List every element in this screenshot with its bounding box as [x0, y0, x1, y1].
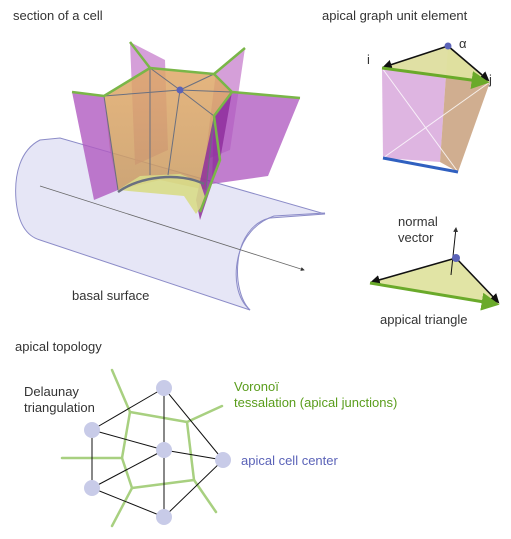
apical-center-dot	[176, 86, 184, 94]
apical-graph-unit-element	[381, 42, 491, 174]
cell-center-node	[84, 422, 100, 438]
apical-face	[118, 174, 206, 214]
apical-triangle-figure	[369, 227, 500, 311]
basal-surface-front-edge	[235, 212, 326, 311]
cell-center-node	[215, 452, 231, 468]
basal-surface-label: basal surface	[72, 288, 150, 303]
apical-graph-title: apical graph unit element	[322, 8, 468, 23]
unit-inner-edges	[381, 67, 491, 173]
membrane-front-left	[72, 92, 118, 200]
edge-i-j	[381, 66, 490, 89]
cell-section-illustration	[15, 41, 326, 311]
membrane-front-right	[212, 92, 300, 184]
cell-centers	[84, 380, 231, 525]
apical-triangle	[370, 258, 500, 304]
cell-center-node	[156, 380, 172, 396]
cell-center-node	[156, 442, 172, 458]
normal-vector-label: normal vector	[398, 214, 438, 245]
delaunay-label: Delaunay triangulation	[24, 384, 95, 415]
unit-apical-face	[382, 46, 490, 82]
unit-basal-edge	[382, 156, 459, 174]
basal-axis-arrow	[39, 185, 305, 271]
apical-triangle-label: appical triangle	[380, 312, 468, 327]
alpha-vertex	[444, 42, 452, 50]
apical-topology-title: apical topology	[15, 339, 102, 354]
triangle-alpha-vertex	[452, 254, 460, 262]
vertex-i-label: i	[367, 52, 370, 67]
delaunay-edges	[91, 387, 224, 518]
cell-center-node	[84, 480, 100, 496]
triangle-edge-i-j	[369, 281, 500, 311]
section-title: section of a cell	[13, 8, 103, 23]
triangle-edge-alpha-i	[370, 257, 457, 285]
cell-mesh-edges	[103, 67, 233, 191]
cell-body	[104, 68, 232, 190]
voronoi-label: Voronoï tessalation (apical junctions)	[234, 379, 398, 410]
apical-junctions	[71, 41, 301, 213]
apical-topology-diagram	[60, 368, 231, 528]
membrane-front-dark	[196, 92, 232, 220]
vertex-j-label: j	[489, 72, 492, 87]
apical-cell-center-label: apical cell center	[241, 453, 338, 468]
basal-cell-outline	[117, 175, 205, 194]
vertex-alpha-label: α	[459, 36, 467, 51]
normal-vector-arrow	[450, 227, 459, 276]
edge-alpha-i	[382, 45, 449, 70]
cell-center-node	[156, 509, 172, 525]
